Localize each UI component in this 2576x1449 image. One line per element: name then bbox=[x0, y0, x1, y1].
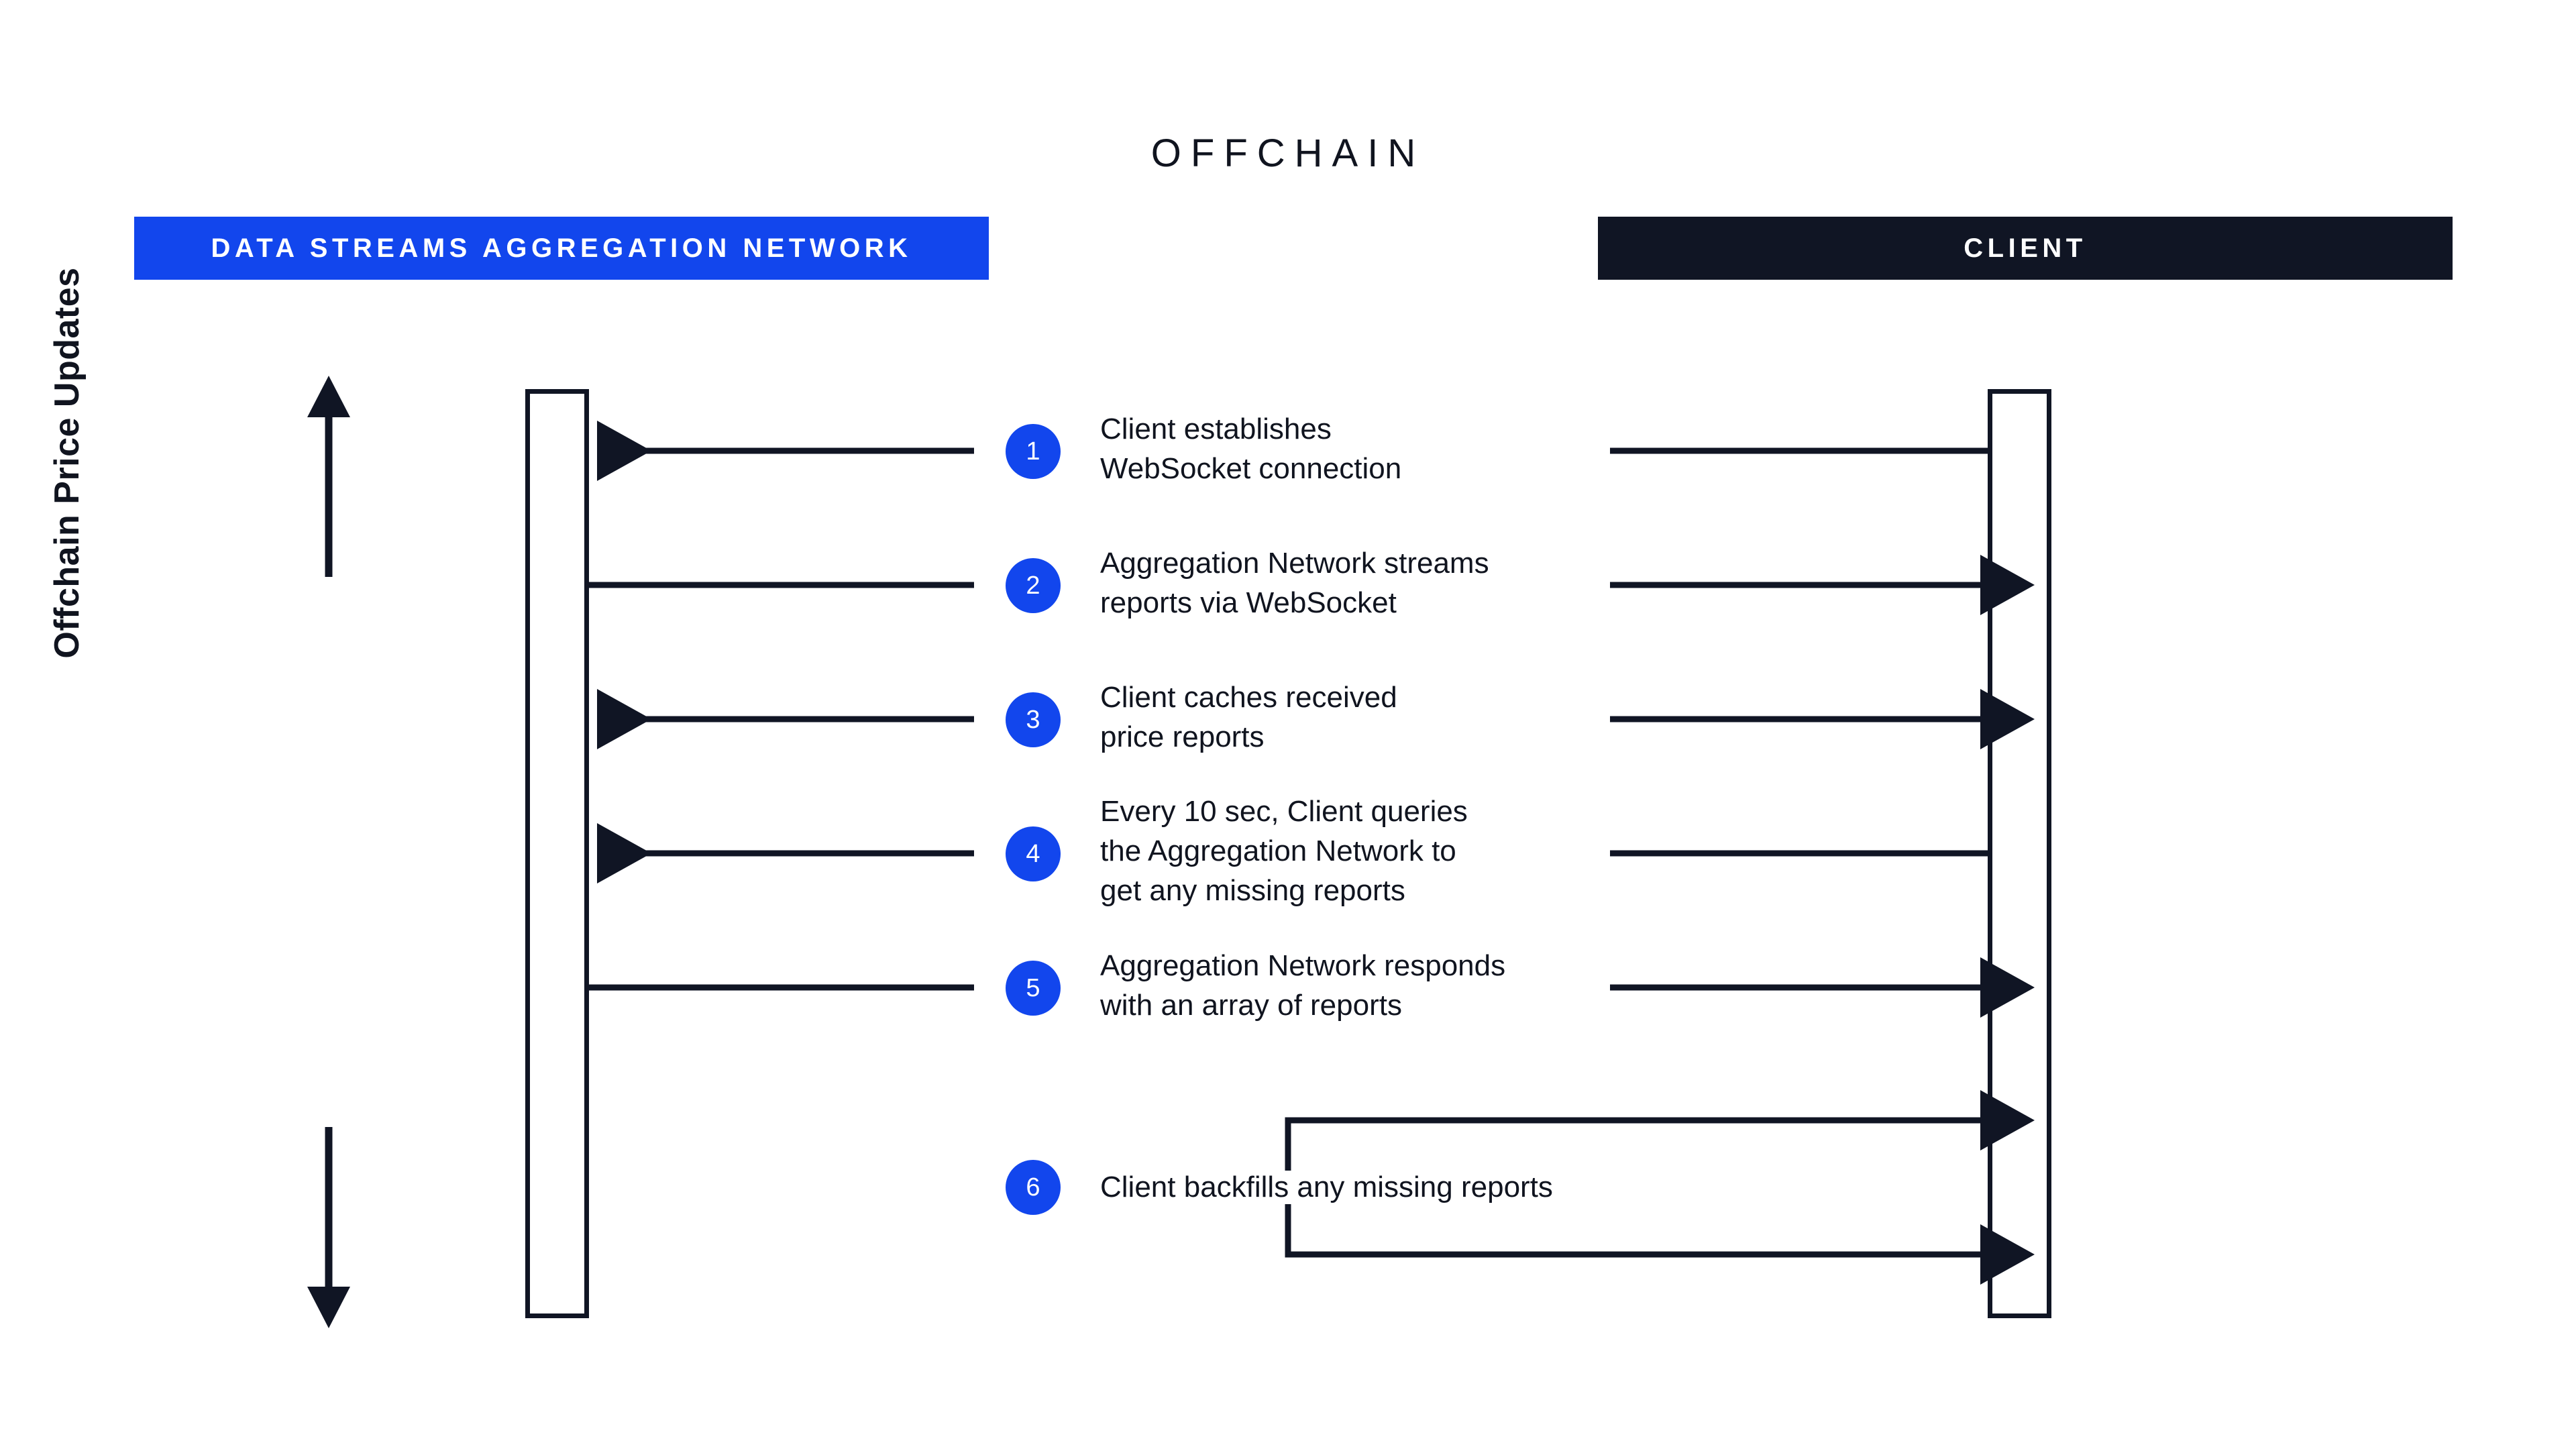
step-text-3: Client caches received price reports bbox=[1100, 681, 1397, 753]
page-title: OFFCHAIN bbox=[1150, 131, 1426, 175]
wire-6-top bbox=[1285, 1090, 2035, 1171]
participant-header-client: CLIENT bbox=[1598, 217, 2453, 280]
lifeline-network bbox=[525, 389, 589, 1318]
step-text-5: Aggregation Network responds with an arr… bbox=[1100, 949, 1506, 1022]
step-badge-4[interactable]: 4 bbox=[1006, 826, 1061, 881]
step-text-2: Aggregation Network streams reports via … bbox=[1100, 547, 1489, 619]
step-badge-1[interactable]: 1 bbox=[1006, 424, 1061, 479]
step-text-6: Client backfills any missing reports bbox=[1100, 1171, 1553, 1203]
step-badge-5[interactable]: 5 bbox=[1006, 961, 1061, 1016]
range-label: Offchain Price Updates bbox=[48, 267, 87, 659]
participant-label-client: CLIENT bbox=[1964, 233, 2087, 263]
step-text-4: Every 10 sec, Client queries the Aggrega… bbox=[1100, 795, 1468, 907]
participant-label-network: DATA STREAMS AGGREGATION NETWORK bbox=[211, 233, 912, 263]
step-badge-2[interactable]: 2 bbox=[1006, 558, 1061, 613]
step-text-1: Client establishes WebSocket connection bbox=[1100, 413, 1402, 485]
wire-6-bottom bbox=[1285, 1204, 2035, 1285]
step-badge-3[interactable]: 3 bbox=[1006, 692, 1061, 747]
lifeline-client bbox=[1988, 389, 2051, 1318]
step-badge-6[interactable]: 6 bbox=[1006, 1160, 1061, 1215]
participant-header-network: DATA STREAMS AGGREGATION NETWORK bbox=[134, 217, 989, 280]
range-arrow-vertical bbox=[307, 376, 350, 1328]
